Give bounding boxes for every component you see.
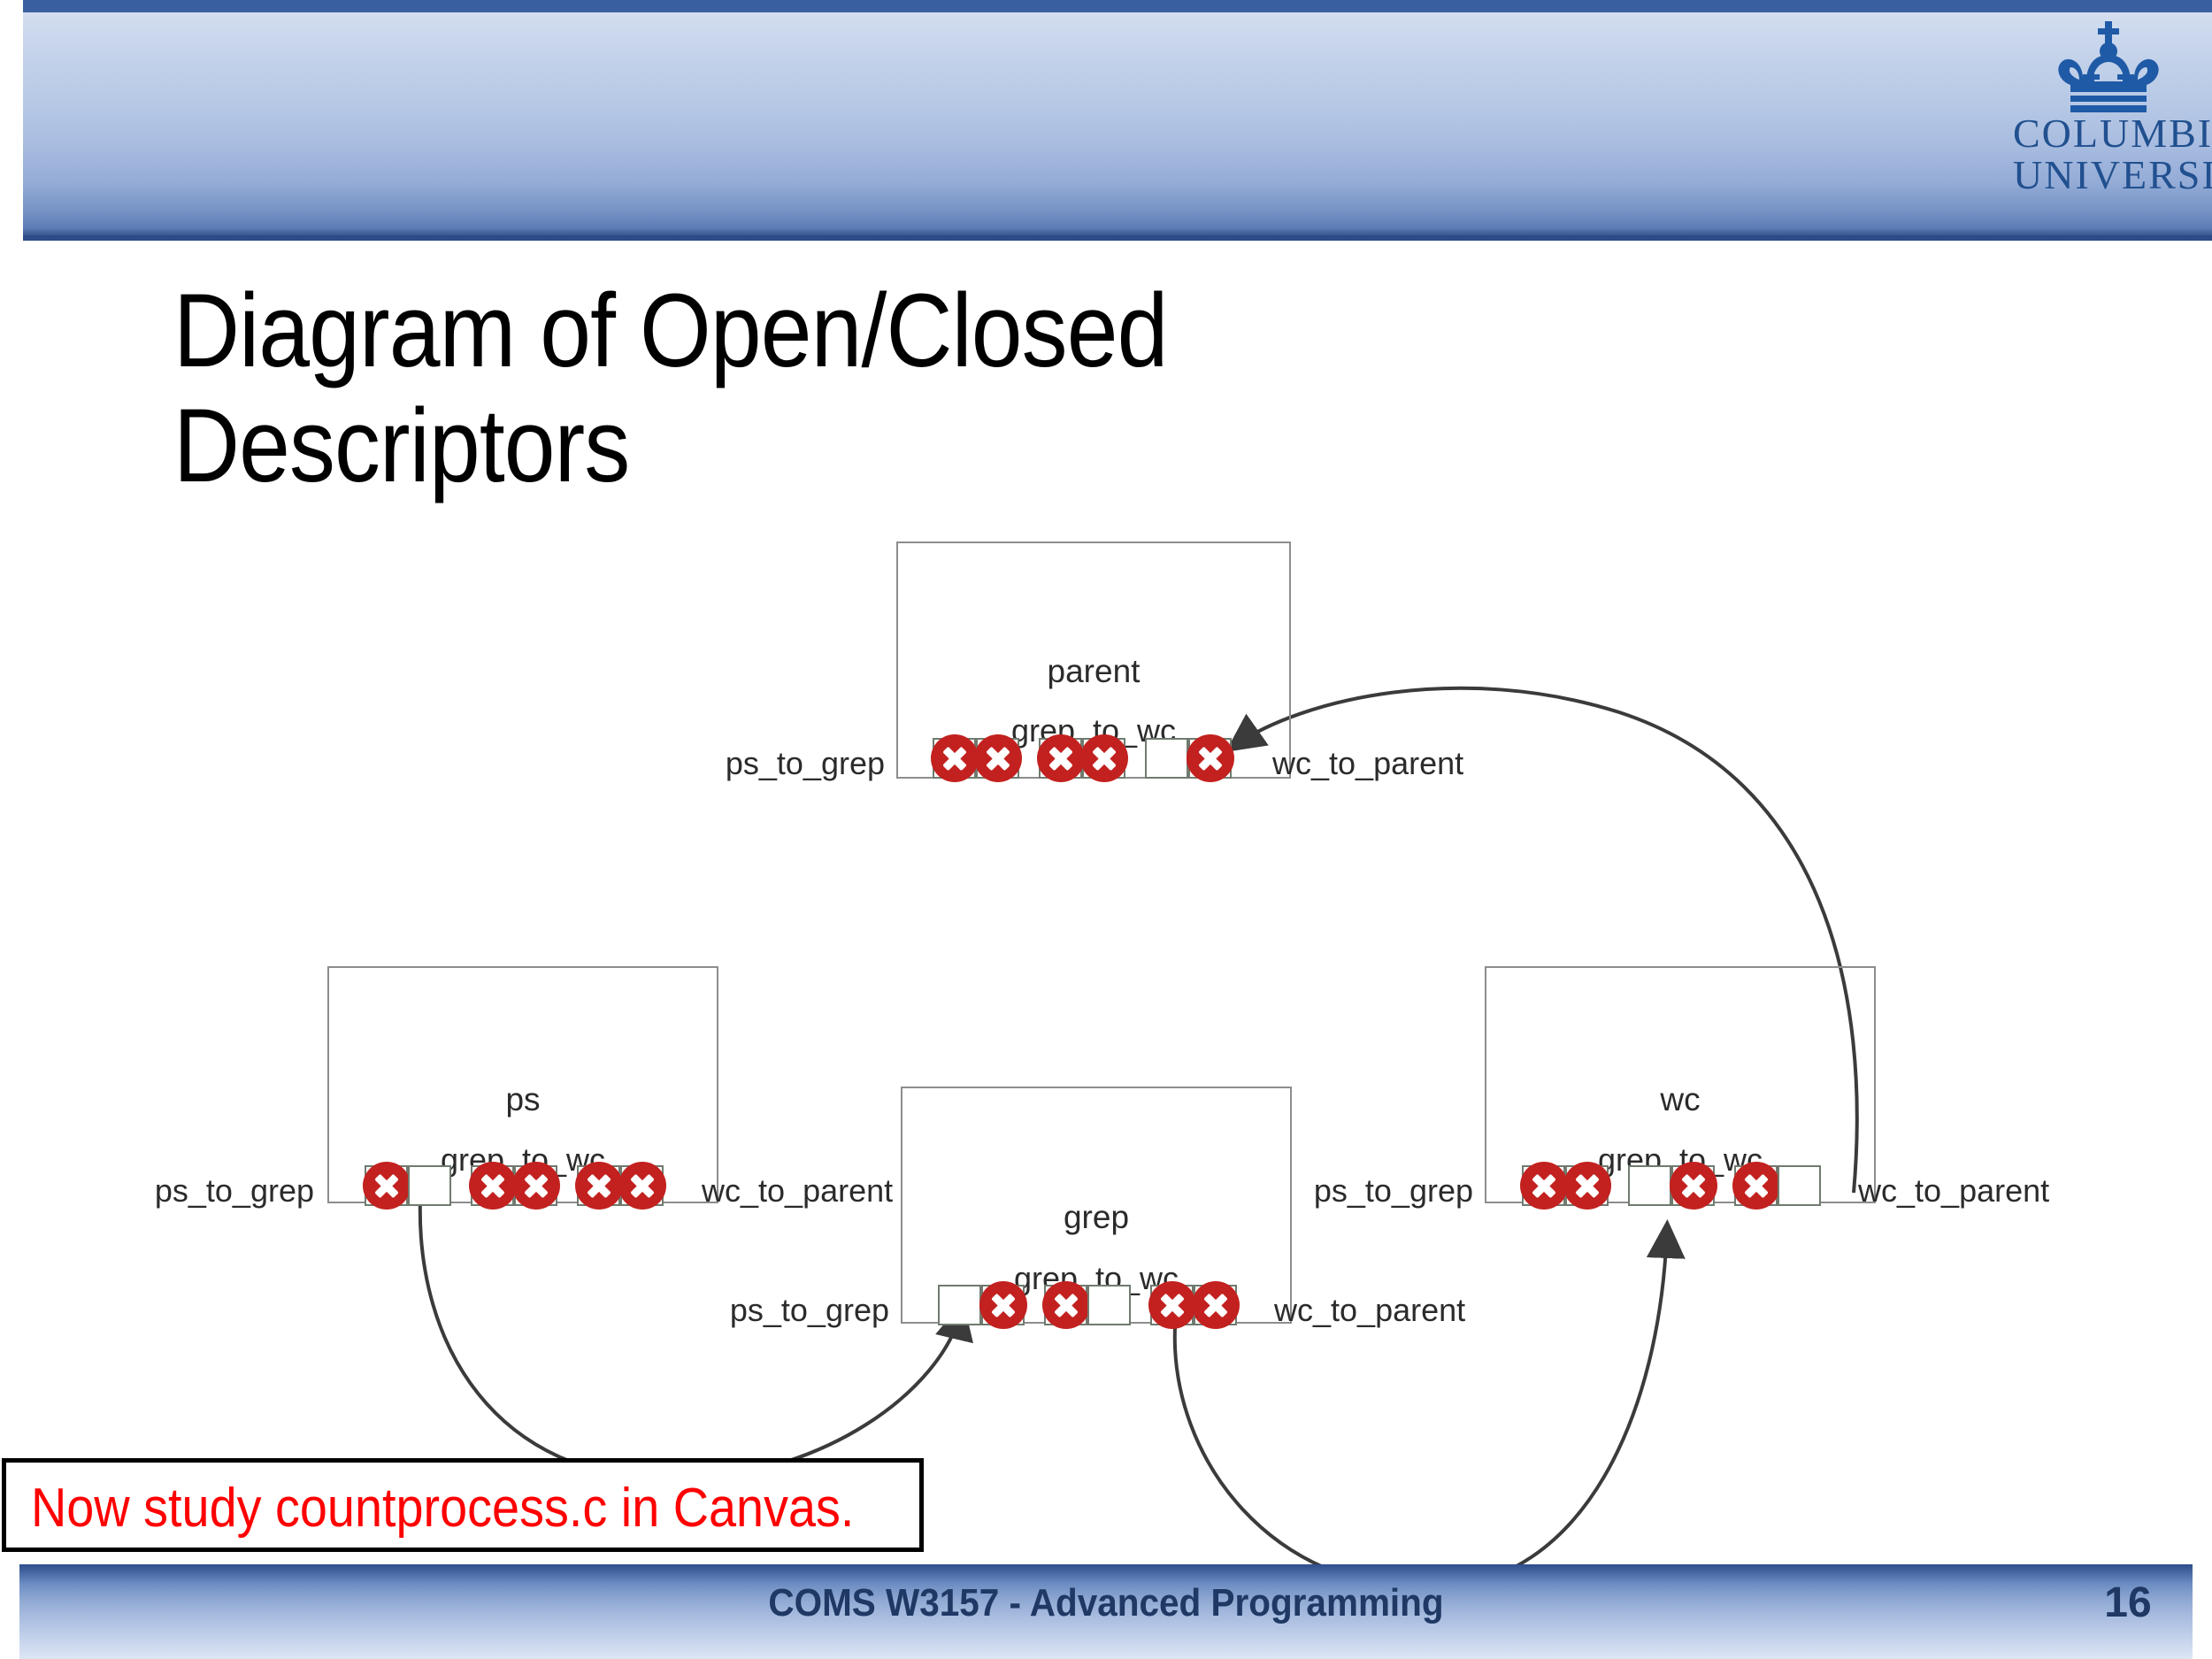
closed-marker-icon: [1041, 1281, 1090, 1329]
closed-marker-icon: [1148, 1281, 1196, 1329]
fd-slot-ps-0: [362, 1162, 411, 1210]
pipe-label-grep-ps-to-grep: ps_to_grep: [729, 1292, 889, 1328]
process-name-wc: wc: [1660, 1081, 1701, 1118]
footer-left-edge: [0, 1564, 19, 1659]
arrow-wc-to-parent: [1225, 686, 1859, 1194]
closed-marker-icon: [973, 734, 1022, 782]
footer-course-title: COMS W3157 - Advanced Programming: [768, 1581, 1444, 1624]
pipe-label-wc-grep-to-wc: grep_to_wc: [1597, 1141, 1763, 1178]
fd-slot-wc-5: [1778, 1165, 1821, 1206]
closed-marker-icon: [1669, 1162, 1717, 1210]
footer-bar: [0, 1564, 2212, 1659]
fd-row-ps: [362, 1162, 666, 1210]
pipe-label-parent-wc-to-parent: wc_to_parent: [1272, 745, 1464, 781]
fd-slot-grep-5: [1191, 1281, 1240, 1329]
closed-marker-icon: [1191, 1281, 1240, 1329]
closed-marker-icon: [618, 1162, 666, 1210]
fd-row-parent: [930, 734, 1234, 782]
pipe-label-parent-grep-to-wc: grep_to_wc: [1010, 712, 1177, 749]
closed-marker-icon: [1186, 734, 1234, 782]
header-banner: [0, 0, 2212, 241]
process-box-grep: [901, 1087, 1292, 1324]
fd-slot-grep-4: [1148, 1281, 1196, 1329]
pipe-label-parent-ps-to-grep: ps_to_grep: [725, 745, 885, 781]
fd-pair-ps-to-grep: [362, 1162, 451, 1210]
fd-pair-ps-to-grep: [1519, 1162, 1611, 1210]
fd-slot-parent-3: [1079, 734, 1128, 782]
pipe-label-ps-grep-to-wc: grep_to_wc: [440, 1141, 606, 1178]
fd-slot-ps-3: [511, 1162, 560, 1210]
pipe-label-wc-ps-to-grep: ps_to_grep: [1313, 1172, 1473, 1209]
closed-marker-icon: [362, 1162, 411, 1210]
process-name-grep: grep: [1063, 1199, 1130, 1235]
closed-marker-icon: [1519, 1162, 1568, 1210]
pipe-label-ps-wc-to-parent: wc_to_parent: [702, 1172, 894, 1209]
fd-pair-wc-to-parent: [1148, 1281, 1240, 1329]
fd-slot-wc-4: [1732, 1162, 1780, 1210]
process-box-wc: [1485, 966, 1876, 1203]
fd-slot-wc-0: [1519, 1162, 1568, 1210]
fd-pair-grep-to-wc: [1041, 1281, 1131, 1329]
closed-marker-icon: [979, 1281, 1027, 1329]
closed-marker-icon: [574, 1162, 623, 1210]
fd-slot-ps-1: [408, 1165, 451, 1206]
pipe-label-grep-grep-to-wc: grep_to_wc: [1013, 1260, 1179, 1296]
fd-slot-parent-5: [1186, 734, 1234, 782]
fd-pair-wc-to-parent: [1145, 734, 1234, 782]
fd-slot-wc-1: [1563, 1162, 1611, 1210]
fd-slot-ps-4: [574, 1162, 623, 1210]
closed-marker-icon: [1563, 1162, 1611, 1210]
process-name-parent: parent: [1047, 653, 1141, 689]
arrow-ps-to-grep: [418, 1198, 973, 1482]
fd-slot-grep-1: [979, 1281, 1027, 1329]
fd-slot-parent-1: [973, 734, 1022, 782]
fd-pair-wc-to-parent: [574, 1162, 666, 1210]
arrow-grep-to-wc: [1172, 1219, 1686, 1591]
fd-slot-parent-2: [1036, 734, 1085, 782]
footer-right-edge: [2193, 1564, 2212, 1659]
pipe-label-grep-wc-to-parent: wc_to_parent: [1274, 1292, 1466, 1328]
callout-text: Now study countprocess.c in Canvas.: [31, 1478, 855, 1539]
columbia-logo: COLUMBIA UNIVERSITY: [2013, 16, 2212, 221]
fd-pair-wc-to-parent: [1732, 1162, 1821, 1210]
fd-pair-grep-to-wc: [1628, 1162, 1717, 1210]
fd-slot-ps-2: [468, 1162, 517, 1210]
fd-slot-wc-3: [1669, 1162, 1717, 1210]
process-box-parent: [896, 541, 1291, 779]
fd-slot-wc-2: [1628, 1165, 1671, 1206]
logo-line-columbia: COLUMBIA: [2013, 111, 2212, 156]
pipe-label-ps-ps-to-grep: ps_to_grep: [154, 1172, 314, 1209]
fd-row-wc: [1519, 1162, 1821, 1210]
fd-pair-grep-to-wc: [1036, 734, 1128, 782]
fd-slot-parent-0: [930, 734, 979, 782]
closed-marker-icon: [1732, 1162, 1780, 1210]
fd-slot-parent-4: [1145, 738, 1188, 779]
closed-marker-icon: [1036, 734, 1085, 782]
fd-slot-ps-5: [618, 1162, 666, 1210]
fd-pair-grep-to-wc: [468, 1162, 560, 1210]
closed-marker-icon: [1079, 734, 1128, 782]
logo-line-university: UNIVERSITY: [2013, 151, 2212, 197]
callout-box: Now study countprocess.c in Canvas.: [2, 1458, 924, 1552]
closed-marker-icon: [930, 734, 979, 782]
process-box-ps: [327, 966, 718, 1203]
fd-slot-grep-3: [1087, 1285, 1131, 1325]
fd-pair-ps-to-grep: [930, 734, 1022, 782]
page-title: Diagram of Open/Closed Descriptors: [173, 273, 1168, 504]
footer-page-number: 16: [2104, 1579, 2152, 1626]
header-top-rule: [0, 0, 2212, 12]
header-left-edge: [0, 0, 23, 241]
fd-pair-ps-to-grep: [938, 1281, 1027, 1329]
fd-row-grep: [938, 1281, 1240, 1329]
fd-slot-grep-0: [938, 1285, 981, 1325]
fd-slot-grep-2: [1041, 1281, 1090, 1329]
process-name-ps: ps: [505, 1081, 541, 1118]
closed-marker-icon: [511, 1162, 560, 1210]
pipe-label-wc-wc-to-parent: wc_to_parent: [1858, 1172, 2050, 1209]
closed-marker-icon: [468, 1162, 517, 1210]
columbia-crown-icon: [2057, 21, 2159, 112]
